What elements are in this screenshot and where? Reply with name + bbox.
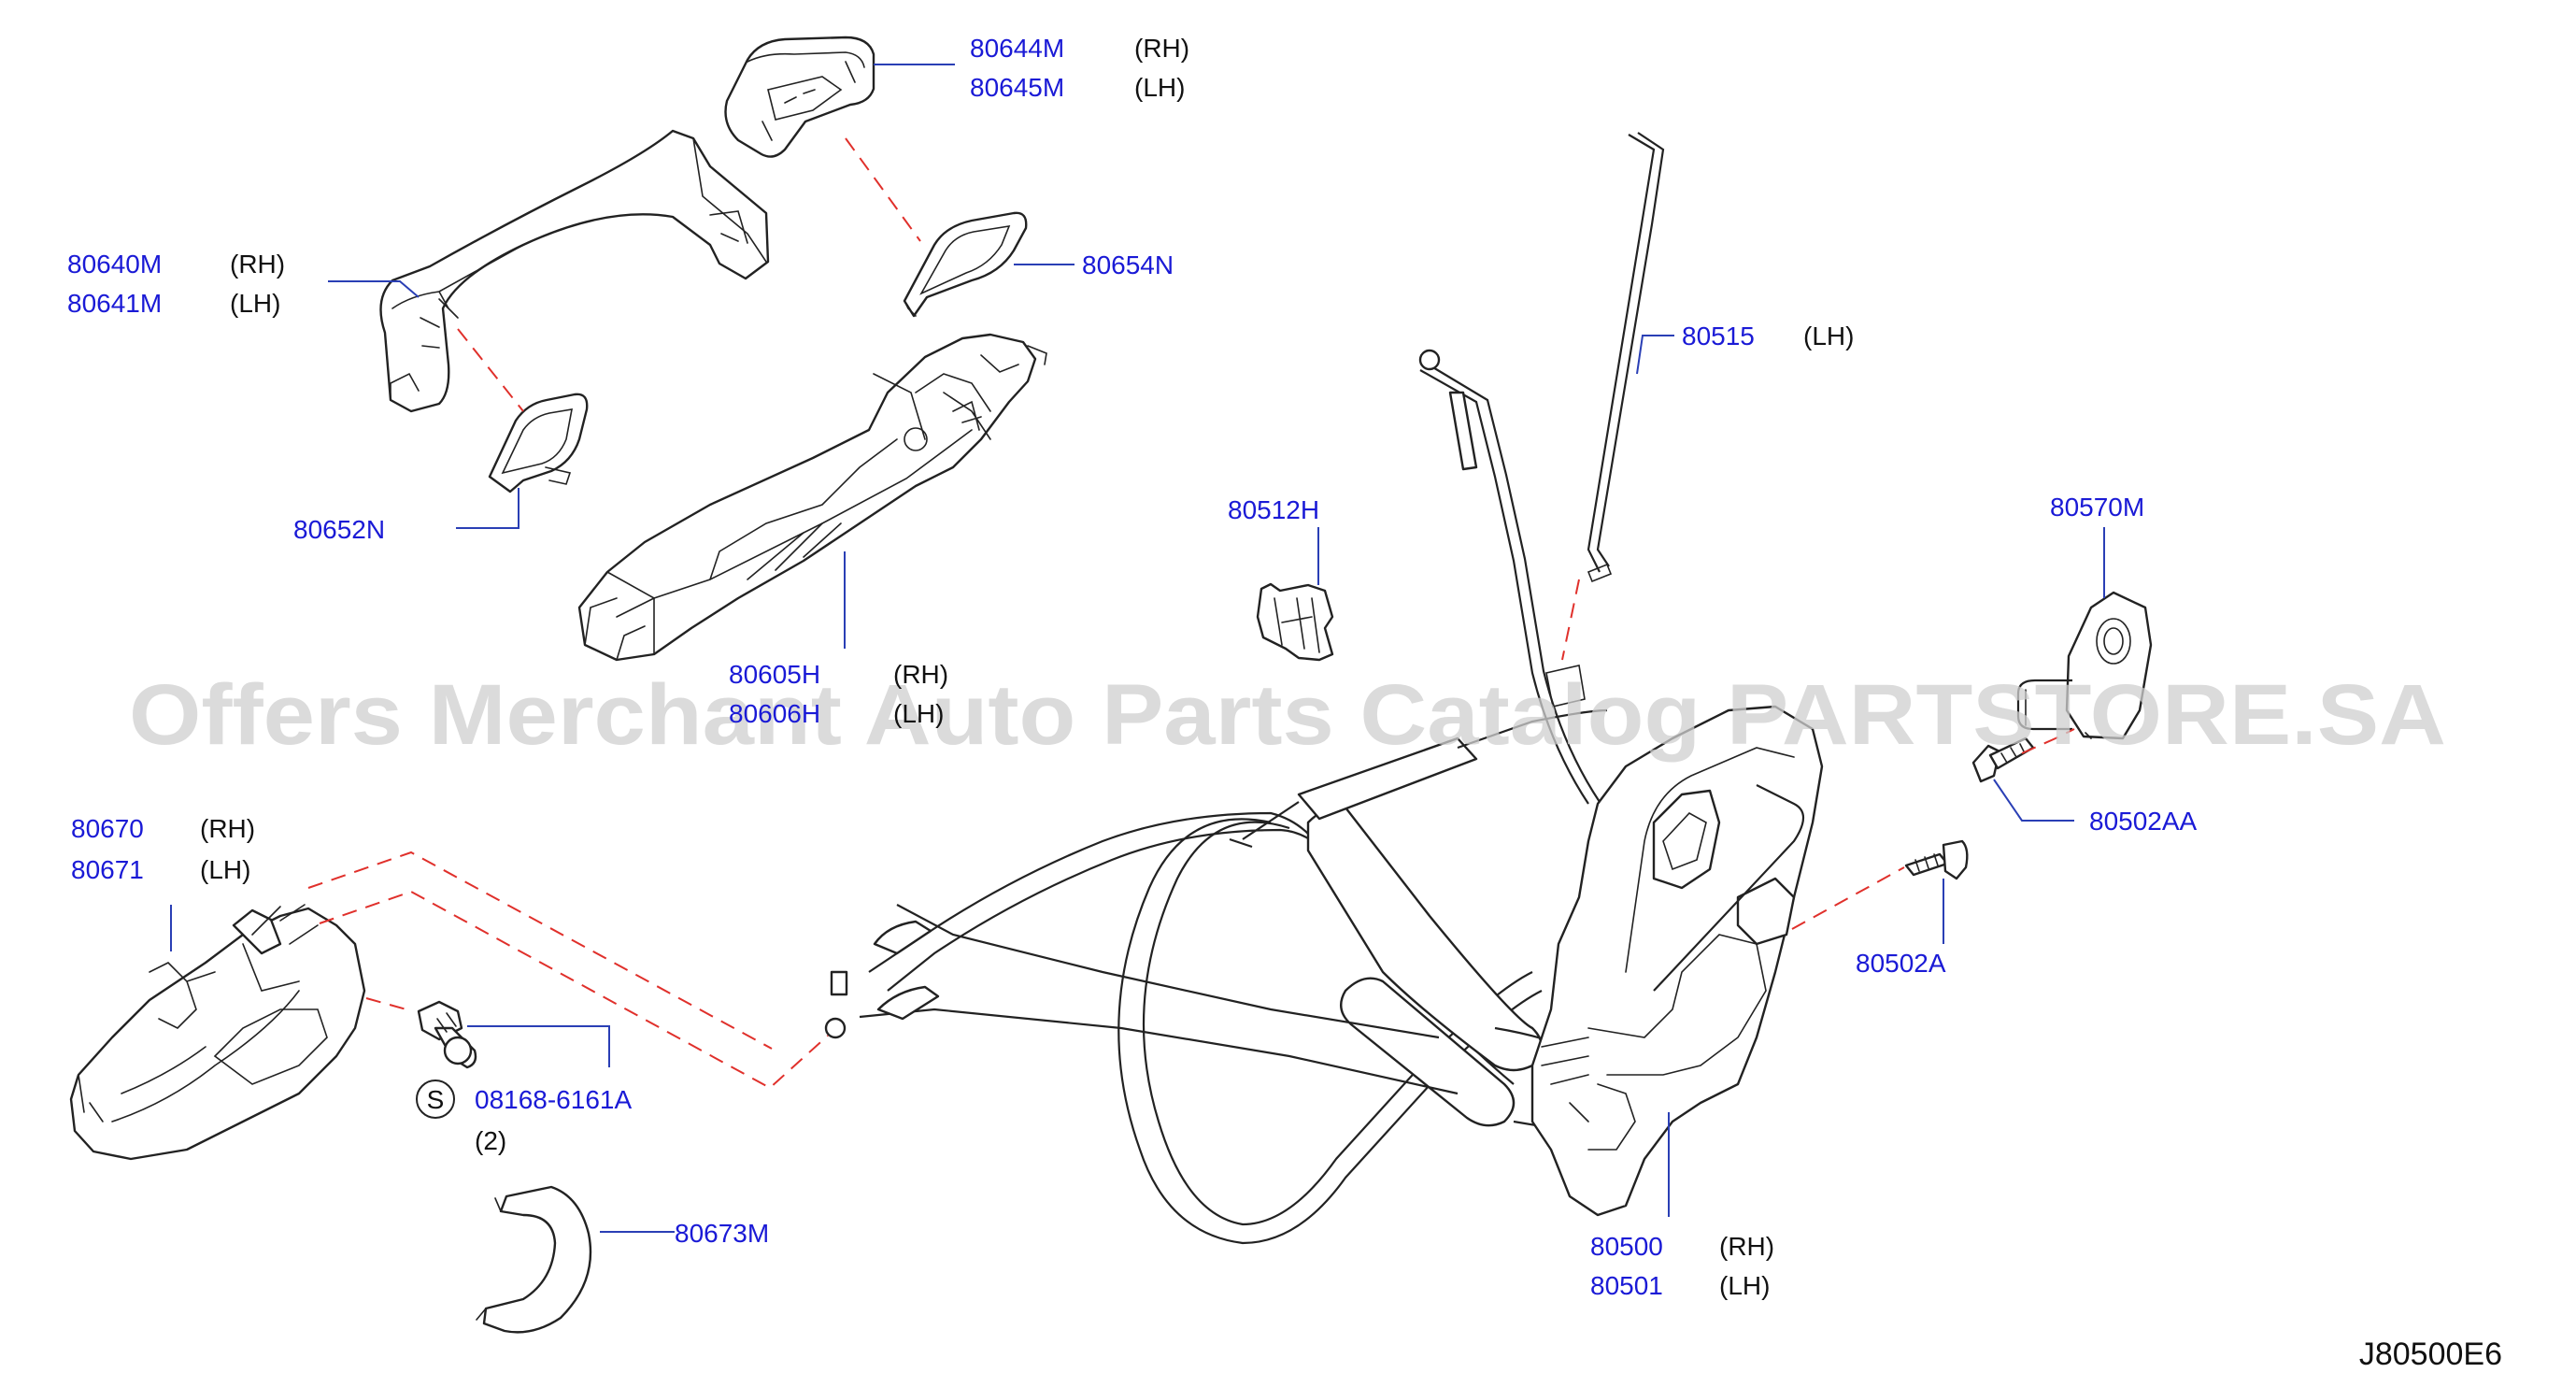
rod-80515-drawing [1587,132,1665,583]
callout-80641m[interactable]: 80641M (LH) [67,289,280,318]
leader-lines [170,64,2105,1233]
callout-80644m[interactable]: 80644M (RH) [970,34,1189,63]
callout-80654n[interactable]: 80654N [1082,250,1174,279]
gasket-80654n-drawing [903,211,1028,318]
part-number[interactable]: 80605H [729,660,820,689]
inside-handle-cables-drawing [824,349,1601,1095]
part-number[interactable]: 80515 [1682,322,1755,350]
standard-part-symbol-letter: S [427,1085,445,1114]
inside-handle-80670-drawing [69,904,366,1161]
part-number[interactable]: 80606H [729,699,820,728]
door-lock-80500-drawing [1530,665,1824,1217]
cover-80673m-drawing [476,1185,592,1334]
part-number[interactable]: 80671 [71,855,144,884]
gasket-80652n-drawing [488,393,589,493]
part-number[interactable]: 80512H [1228,495,1319,524]
callout-80606h[interactable]: 80606H (LH) [729,699,944,728]
outside-handle-grip-drawing [379,129,770,413]
escutcheon-80644m-drawing [724,36,875,158]
diagram-code: J80500E6 [2359,1337,2502,1372]
side-marker: (LH) [230,289,280,318]
part-number[interactable]: 80502AA [2089,807,2198,836]
part-number[interactable]: 80640M [67,250,162,279]
connection-dashes [307,137,2075,1090]
callout-80671[interactable]: 80671 (LH) [71,855,250,884]
part-number[interactable]: 80644M [970,34,1064,63]
part-number[interactable]: 80673M [675,1219,769,1248]
side-marker: (RH) [1134,34,1189,63]
side-marker: (LH) [893,699,944,728]
callout-80645m[interactable]: 80645M (LH) [970,73,1185,102]
part-number[interactable]: 80652N [293,515,385,544]
part-number[interactable]: 80570M [2050,493,2144,522]
callout-80652n[interactable]: 80652N [293,515,385,544]
part-number[interactable]: 80502A [1856,949,1946,978]
side-marker: (LH) [1719,1271,1770,1300]
quantity: (2) [475,1126,506,1155]
bolt-08168-drawing [417,1000,477,1069]
callout-80640m[interactable]: 80640M (RH) [67,250,285,279]
screw-80502a-drawing [1904,839,1969,880]
lock-cables-drawing [868,708,1664,1245]
callout-80501[interactable]: 80501 (LH) [1590,1271,1770,1300]
part-number[interactable]: 80670 [71,814,144,843]
part-number[interactable]: 80641M [67,289,162,318]
clip-80512h-drawing [1256,582,1334,662]
part-number[interactable]: 08168-6161A [475,1085,632,1114]
part-number[interactable]: 80501 [1590,1271,1663,1300]
handle-frame-80605h-drawing [577,333,1047,662]
side-marker: (LH) [200,855,250,884]
part-number[interactable]: 80654N [1082,250,1174,279]
side-marker: (RH) [893,660,948,689]
callout-80673m[interactable]: 80673M [675,1219,769,1248]
callout-80502a[interactable]: 80502A [1856,949,1946,978]
side-marker: (LH) [1134,73,1185,102]
callout-08168-6161a[interactable]: S 08168-6161A (2) [416,1080,632,1155]
side-marker: (RH) [200,814,255,843]
watermark: Offers Merchant Auto Parts Catalog PARTS… [129,667,2446,763]
callout-80515[interactable]: 80515 (LH) [1682,322,1854,350]
part-number[interactable]: 80500 [1590,1232,1663,1261]
part-number[interactable]: 80645M [970,73,1064,102]
side-marker: (RH) [230,250,285,279]
callout-80670[interactable]: 80670 (RH) [71,814,255,843]
callout-80512h[interactable]: 80512H [1228,495,1319,524]
side-marker: (LH) [1803,322,1854,350]
callout-80570m[interactable]: 80570M [2050,493,2144,522]
callout-80605h[interactable]: 80605H (RH) [729,660,948,689]
side-marker: (RH) [1719,1232,1774,1261]
callout-80500[interactable]: 80500 (RH) [1590,1232,1774,1261]
striker-80570m-drawing [2016,591,2153,740]
standard-part-symbol [416,1080,455,1119]
callout-80502aa[interactable]: 80502AA [2089,807,2198,836]
